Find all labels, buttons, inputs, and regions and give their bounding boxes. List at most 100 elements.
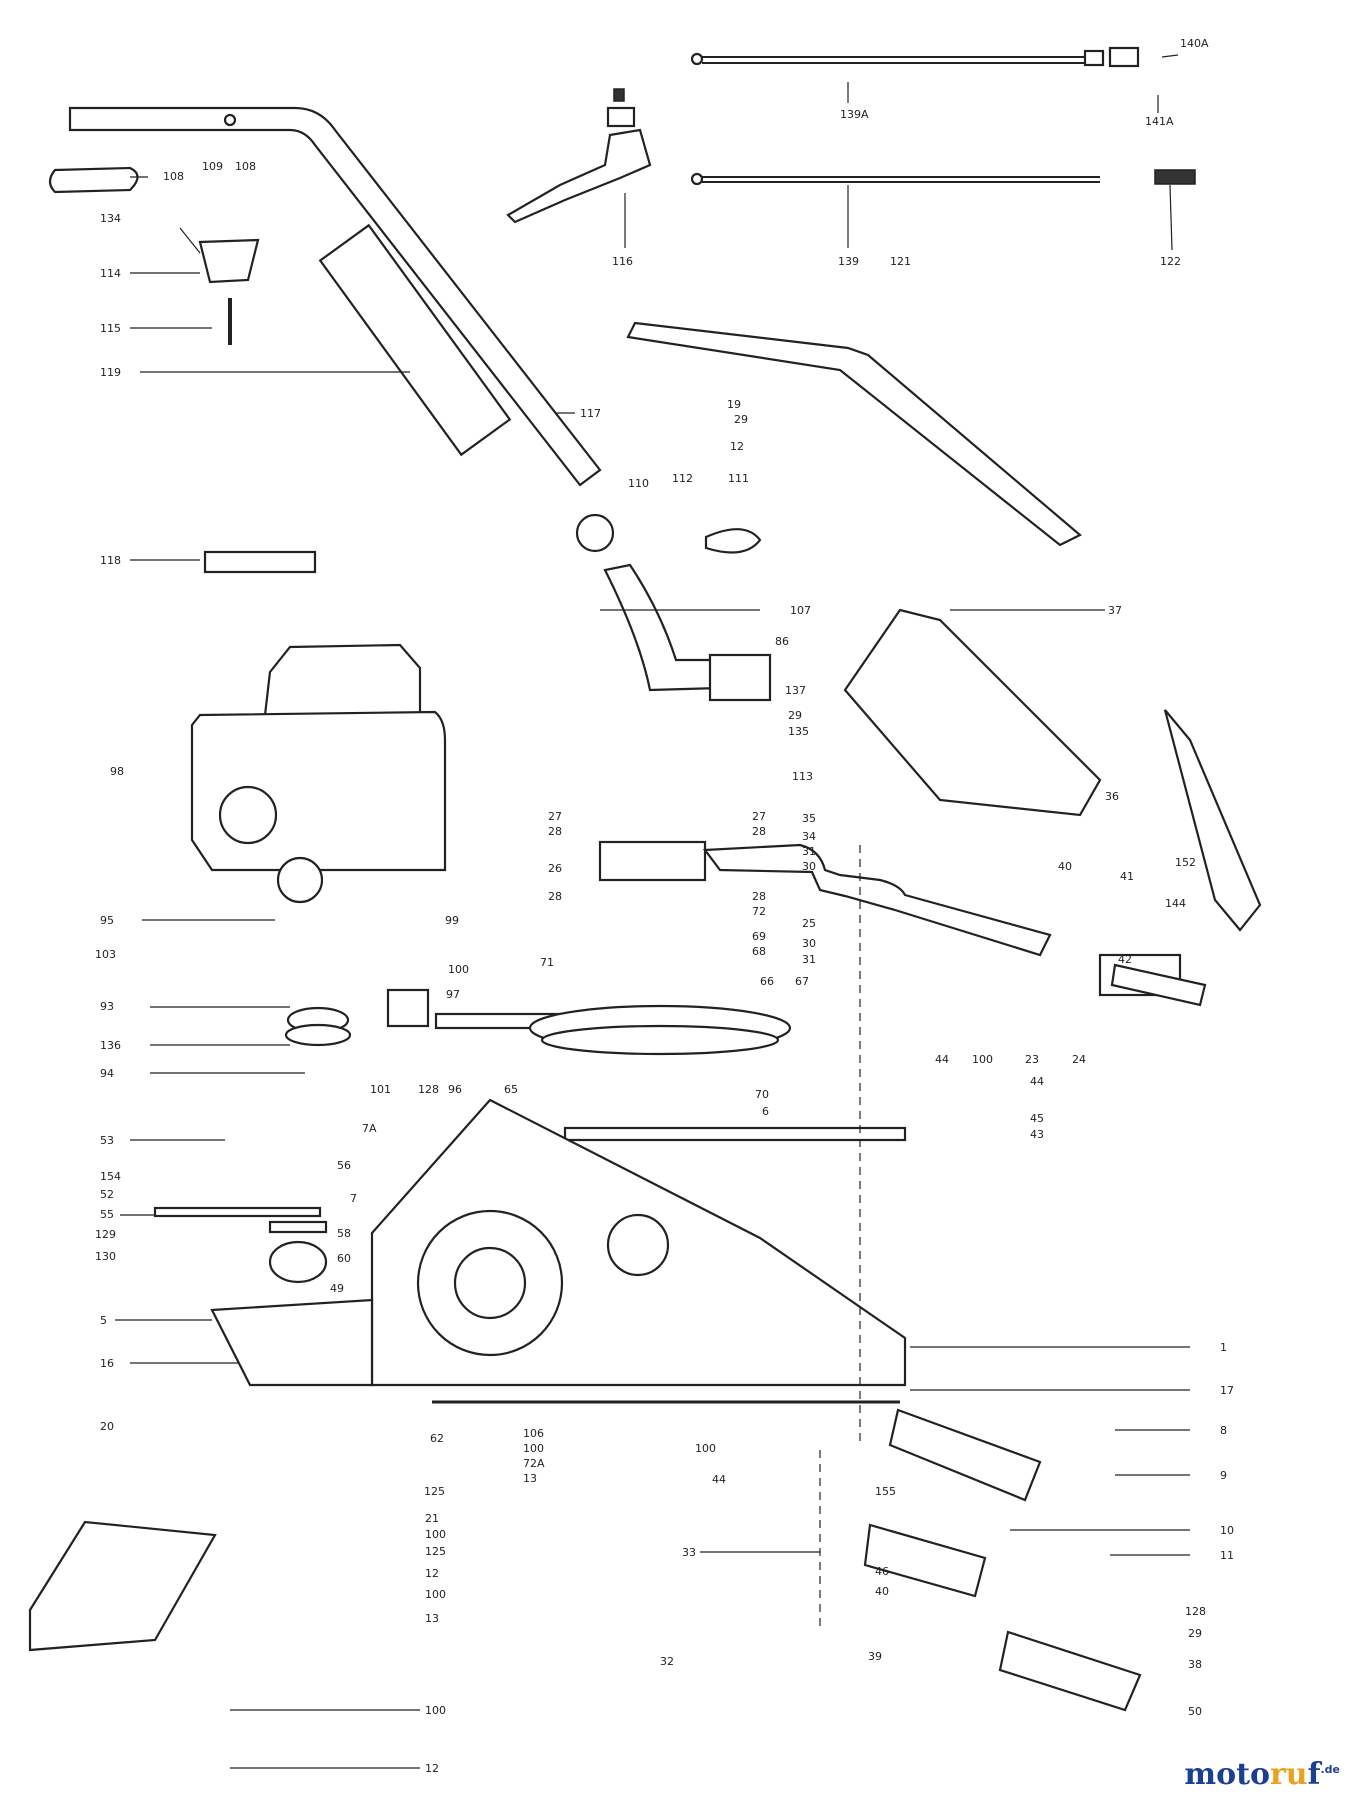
callout-label-66: 66: [760, 975, 774, 988]
callout-label-98: 98: [110, 765, 124, 778]
callout-label-100-c: 100: [523, 1442, 544, 1455]
callout-label-44-b: 44: [1030, 1075, 1044, 1088]
callout-label-108: 108: [163, 170, 184, 183]
leader-lines: [115, 54, 1190, 1769]
brand-part-2: ru: [1269, 1757, 1308, 1792]
callout-label-69: 69: [752, 930, 766, 943]
callout-label-56: 56: [337, 1159, 351, 1172]
shift-26-part: [598, 840, 1182, 997]
callout-label-134: 134: [100, 212, 121, 225]
callout-label-12-b: 12: [425, 1567, 439, 1580]
callout-label-137: 137: [785, 684, 806, 697]
callout-label-43: 43: [1030, 1128, 1044, 1141]
callout-label-86: 86: [775, 635, 789, 648]
callout-label-27-b: 27: [752, 810, 766, 823]
callout-label-154: 154: [100, 1170, 121, 1183]
callout-label-33: 33: [682, 1546, 696, 1559]
callout-label-144: 144: [1165, 897, 1186, 910]
callout-label-118: 118: [100, 554, 121, 567]
callout-label-45: 45: [1030, 1112, 1044, 1125]
callout-label-7a: 7A: [362, 1122, 377, 1135]
brand-part-3: f: [1307, 1757, 1321, 1792]
callout-labels: 140A 139A 141A 108 109 108 134 114 115 1…: [95, 37, 1234, 1775]
callout-label-7: 7: [350, 1192, 357, 1205]
callout-label-128: 128: [418, 1083, 439, 1096]
callout-label-5: 5: [100, 1314, 107, 1327]
callout-label-106: 106: [523, 1427, 544, 1440]
grip-108-part: [48, 166, 139, 194]
callout-label-34: 34: [802, 830, 816, 843]
callout-label-95: 95: [100, 914, 114, 927]
bar-6-part: [563, 1126, 907, 1142]
wrench-118-part: [203, 550, 317, 574]
callout-label-67: 67: [795, 975, 809, 988]
callout-label-100-f: 100: [425, 1588, 446, 1601]
callout-label-139: 139: [838, 255, 859, 268]
callout-label-68: 68: [752, 945, 766, 958]
callout-label-55: 55: [100, 1208, 114, 1221]
callout-label-19: 19: [727, 398, 741, 411]
callout-label-112: 112: [672, 472, 693, 485]
callout-label-40: 40: [1058, 860, 1072, 873]
callout-label-108-b: 108: [235, 160, 256, 173]
callout-label-17: 17: [1220, 1384, 1234, 1397]
callout-label-70: 70: [755, 1088, 769, 1101]
callout-label-125: 125: [424, 1485, 445, 1498]
callout-label-109: 109: [202, 160, 223, 173]
brand-suffix: .de: [1320, 1763, 1340, 1776]
callout-label-32: 32: [660, 1655, 674, 1668]
guard-20-part: [28, 1520, 217, 1652]
callout-label-140a: 140A: [1180, 37, 1209, 50]
callout-label-39: 39: [868, 1650, 882, 1663]
callout-label-28-b: 28: [752, 825, 766, 838]
callout-label-72a: 72A: [523, 1457, 545, 1470]
callout-label-135: 135: [788, 725, 809, 738]
callout-label-100: 100: [448, 963, 469, 976]
callout-label-115: 115: [100, 322, 121, 335]
part-97-part: [386, 988, 430, 1028]
callout-label-6: 6: [762, 1105, 769, 1118]
callout-label-29-b: 29: [788, 709, 802, 722]
callout-label-23: 23: [1025, 1053, 1039, 1066]
callout-label-11: 11: [1220, 1549, 1234, 1562]
callout-label-139a: 139A: [840, 108, 869, 121]
callout-label-10: 10: [1220, 1524, 1234, 1537]
callout-label-110: 110: [628, 477, 649, 490]
callout-label-29: 29: [734, 413, 748, 426]
callout-label-94: 94: [100, 1067, 114, 1080]
shafts-10-39-part: [863, 1523, 1142, 1712]
callout-label-155: 155: [875, 1485, 896, 1498]
brand-part-1: moto: [1184, 1757, 1270, 1792]
callout-label-117: 117: [580, 407, 601, 420]
callout-label-119: 119: [100, 366, 121, 379]
callout-label-44: 44: [935, 1053, 949, 1066]
callout-label-35: 35: [802, 812, 816, 825]
callout-label-30-b: 30: [802, 937, 816, 950]
housing-9-part: [888, 1408, 1042, 1502]
callout-label-28-d: 28: [752, 890, 766, 903]
callout-label-62: 62: [430, 1432, 444, 1445]
callout-label-12: 12: [730, 440, 744, 453]
callout-label-8: 8: [1220, 1424, 1227, 1437]
tube-41-part: [1110, 963, 1207, 1007]
pulley-60-part: [153, 1206, 328, 1284]
belt-pulley-65-part: [434, 1004, 792, 1056]
callout-label-13-b: 13: [425, 1612, 439, 1625]
callout-label-58: 58: [337, 1227, 351, 1240]
callout-label-27: 27: [548, 810, 562, 823]
brand-logo: motoruf.de: [1184, 1757, 1340, 1792]
callout-label-28-c: 28: [548, 890, 562, 903]
callout-label-40-b: 40: [875, 1585, 889, 1598]
callout-label-44-c: 44: [712, 1473, 726, 1486]
callout-label-42: 42: [1118, 953, 1132, 966]
callout-label-101: 101: [370, 1083, 391, 1096]
callout-label-52: 52: [100, 1188, 114, 1201]
callout-label-21: 21: [425, 1512, 439, 1525]
callout-label-24: 24: [1072, 1053, 1086, 1066]
callout-label-9: 9: [1220, 1469, 1227, 1482]
callout-label-130: 130: [95, 1250, 116, 1263]
callout-label-65: 65: [504, 1083, 518, 1096]
callout-label-96: 96: [448, 1083, 462, 1096]
callout-label-99: 99: [445, 914, 459, 927]
callout-label-49: 49: [330, 1282, 344, 1295]
